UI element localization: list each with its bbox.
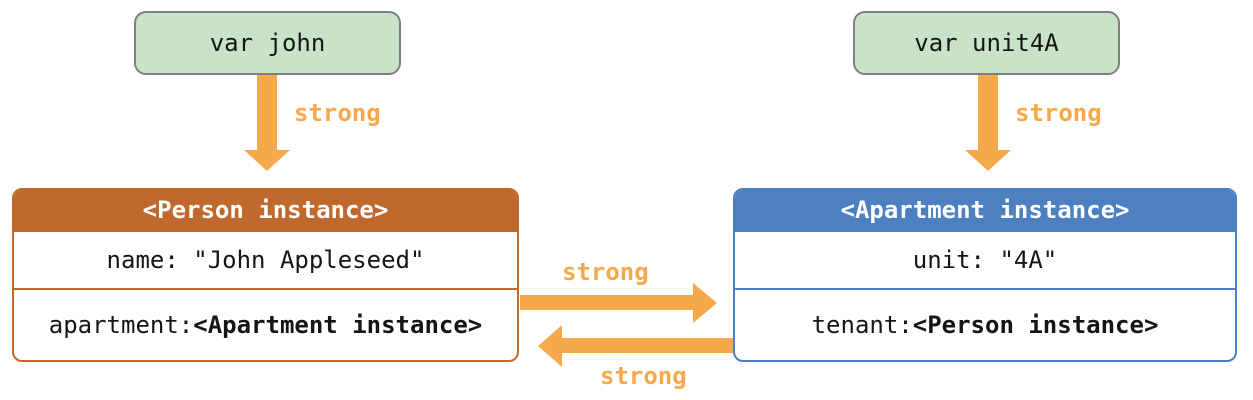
person-name-row: name: "John Appleseed" [14,232,517,290]
var-john-box: var john [134,11,401,75]
strong-label-unit4a: strong [1015,99,1102,127]
arrow-down-john-head-icon [244,150,290,171]
apartment-instance-header: <Apartment instance> [735,190,1235,232]
person-instance-title: <Person instance> [142,196,389,224]
arrow-apartment-to-person-head-icon [538,325,562,367]
var-unit4a-label: var unit4A [914,29,1059,57]
strong-label-person-to-apartment: strong [562,258,649,286]
person-instance-header: <Person instance> [14,190,517,232]
apartment-unit-row: unit: "4A" [735,232,1235,290]
strong-label-apartment-to-person: strong [600,362,687,390]
person-apartment-row: apartment: <Apartment instance> [14,290,517,360]
strong-label-john: strong [294,99,381,127]
apartment-instance-box: <Apartment instance> unit: "4A" tenant: … [733,188,1237,362]
person-apartment-prefix: apartment: [48,311,194,339]
apartment-tenant-prefix: tenant: [811,311,913,339]
apartment-tenant-row: tenant: <Person instance> [735,290,1235,360]
person-instance-box: <Person instance> name: "John Appleseed"… [12,188,519,362]
arrow-down-john-shaft [257,75,277,150]
apartment-tenant-reference: <Person instance> [912,311,1159,339]
apartment-instance-title: <Apartment instance> [840,196,1130,224]
person-apartment-reference: <Apartment instance> [193,311,483,339]
person-name-value: name: "John Appleseed" [106,246,425,274]
apartment-unit-value: unit: "4A" [912,246,1058,274]
arrow-person-to-apartment-head-icon [693,283,717,323]
arrow-down-unit4a-head-icon [965,150,1011,171]
arrow-apartment-to-person-shaft [562,338,733,353]
var-john-label: var john [209,29,326,57]
arrow-down-unit4a-shaft [978,75,998,150]
var-unit4a-box: var unit4A [853,11,1120,75]
arrow-person-to-apartment-shaft [520,295,693,310]
